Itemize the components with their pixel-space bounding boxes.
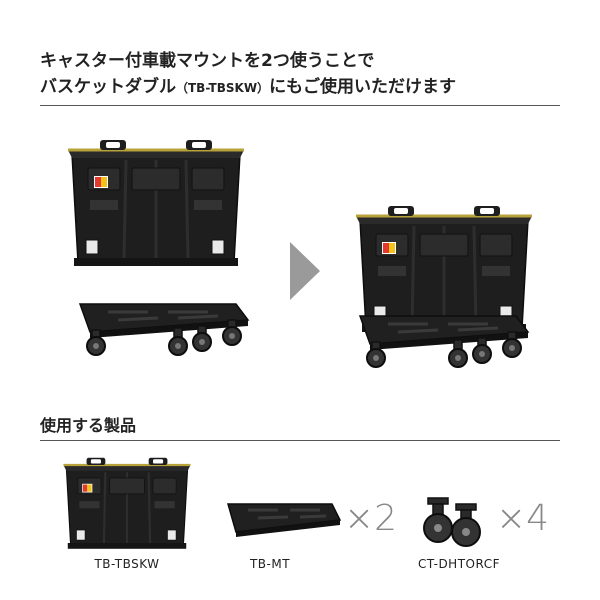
headline-tail: にもご使用いただけます — [269, 77, 457, 97]
multiplier-caster: ×4 — [496, 498, 550, 539]
cart-image — [78, 302, 250, 357]
product-label-tb-mt: TB-MT — [249, 557, 291, 571]
mounted-basket-image — [354, 204, 534, 369]
headline-product-name: バスケットダブル — [40, 77, 176, 97]
section-divider — [40, 440, 560, 441]
product-caster-image — [423, 497, 481, 547]
product-label-tb-tbskw: TB-TBSKW — [94, 557, 160, 571]
multiplier-mount: ×2 — [344, 498, 398, 539]
section-title: 使用する製品 — [40, 416, 137, 435]
headline-line-1: キャスター付車載マウントを2つ使うことで — [40, 51, 375, 71]
chevron-right-icon — [290, 242, 320, 300]
basket-image — [66, 138, 246, 268]
product-basket-image — [62, 456, 192, 550]
product-label-ct-dhtorcf: CT-DHTORCF — [418, 557, 500, 571]
headline-line-2: バスケットダブル（TB-TBSKW）にもご使用いただけます — [40, 74, 580, 101]
headline: キャスター付車載マウントを2つ使うことで バスケットダブル（TB-TBSKW）に… — [40, 48, 580, 101]
product-mount-plate-image — [227, 503, 342, 537]
headline-product-code: （TB-TBSKW） — [176, 81, 270, 95]
top-divider — [40, 105, 560, 106]
